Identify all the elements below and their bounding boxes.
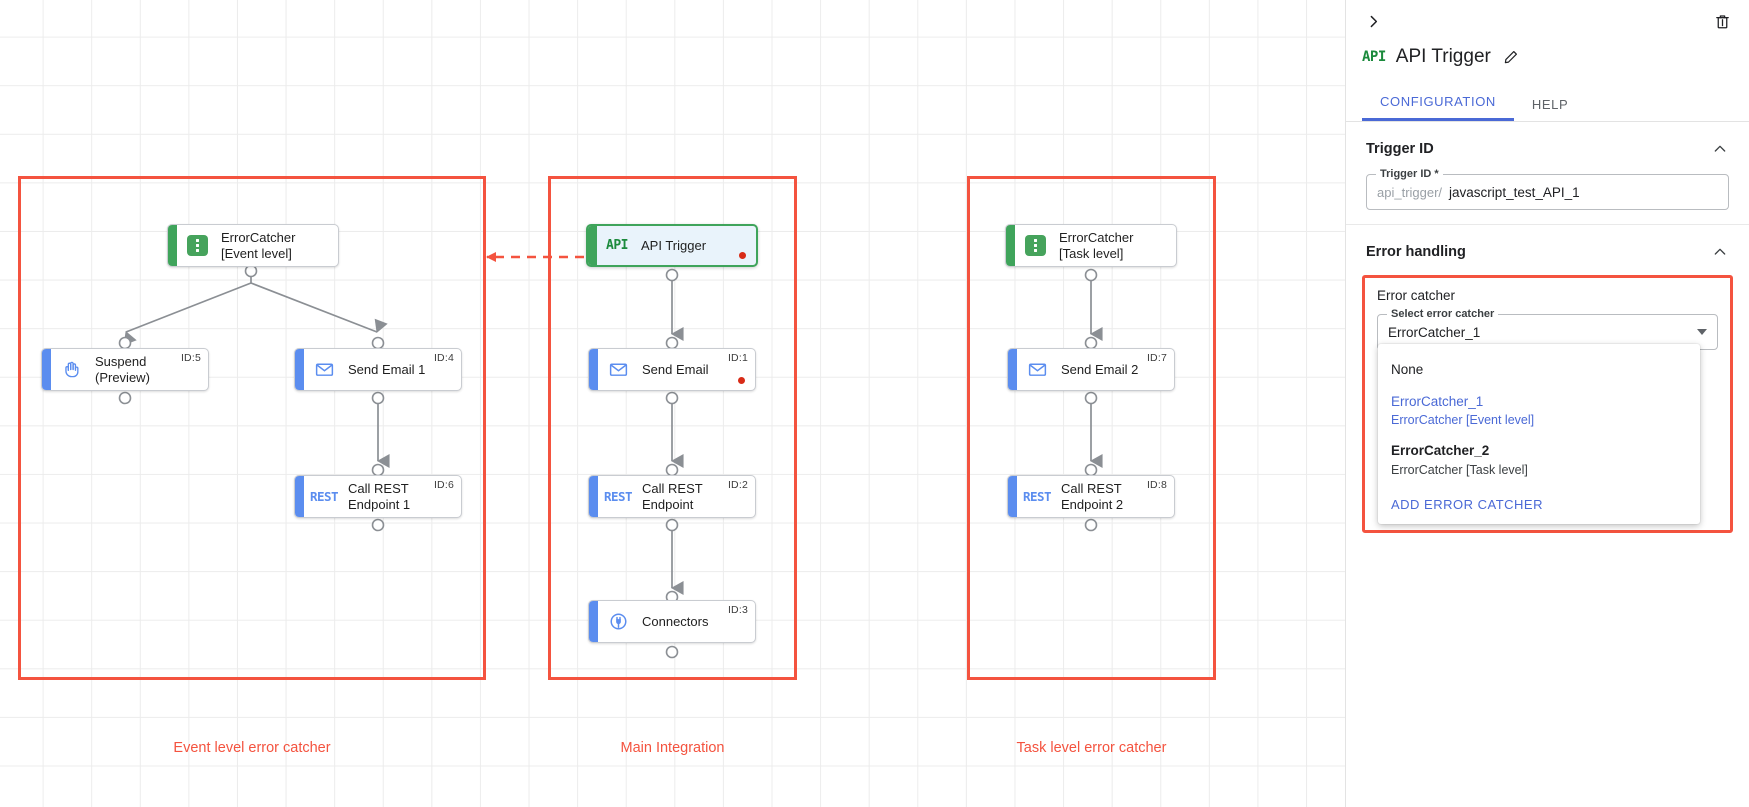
error-catcher-select-label: Select error catcher <box>1387 308 1499 320</box>
node-send-email-1[interactable]: Send Email 1 ID:4 <box>294 348 462 391</box>
section-title: Trigger ID <box>1366 141 1434 157</box>
node-id-tag: ID:3 <box>727 604 748 616</box>
node-error-catcher-task-level[interactable]: ErrorCatcher [Task level] <box>1005 224 1177 267</box>
node-id-tag: ID:2 <box>727 479 748 491</box>
chevron-down-icon[interactable] <box>1697 329 1707 335</box>
envelope-icon <box>1020 349 1054 390</box>
node-title: ErrorCatcher [Event level] <box>221 230 296 261</box>
group-label-event-level: Event level error catcher <box>173 740 331 756</box>
node-title: Send Email 2 <box>1061 361 1139 377</box>
envelope-icon <box>307 349 341 390</box>
option-name: ErrorCatcher_1 <box>1391 393 1484 409</box>
properties-panel: API API Trigger CONFIGURATION HELP Trigg… <box>1345 0 1749 807</box>
node-stripe <box>588 226 597 265</box>
tab-configuration[interactable]: CONFIGURATION <box>1362 94 1514 121</box>
node-title: API Trigger <box>641 237 707 253</box>
trigger-id-input[interactable]: Trigger ID * api_trigger/ javascript_tes… <box>1366 168 1729 210</box>
dropdown-option-errorcatcher-1[interactable]: ErrorCatcher_1 ErrorCatcher [Event level… <box>1378 386 1700 436</box>
trigger-id-field-label: Trigger ID * <box>1376 168 1443 180</box>
node-call-rest-endpoint-2[interactable]: REST Call REST Endpoint 2 ID:8 <box>1007 475 1175 518</box>
trigger-id-prefix: api_trigger/ <box>1377 184 1443 200</box>
section-divider <box>1346 224 1749 225</box>
error-catcher-label: Error catcher <box>1377 288 1456 303</box>
option-sub: ErrorCatcher [Task level] <box>1391 462 1528 477</box>
section-title: Error handling <box>1366 244 1466 260</box>
option-name: ErrorCatcher_2 <box>1391 443 1490 459</box>
section-header-trigger-id[interactable]: Trigger ID <box>1346 122 1749 168</box>
error-catcher-icon <box>1018 225 1052 266</box>
node-call-rest-endpoint[interactable]: REST Call REST Endpoint ID:2 <box>588 475 756 518</box>
error-catcher-dropdown[interactable]: None ErrorCatcher_1 ErrorCatcher [Event … <box>1378 344 1700 524</box>
node-stripe <box>295 476 304 517</box>
node-send-email-2[interactable]: Send Email 2 ID:7 <box>1007 348 1175 391</box>
error-catcher-selected-value: ErrorCatcher_1 <box>1388 324 1481 340</box>
rest-icon: REST <box>1022 489 1052 504</box>
node-title: Send Email 1 <box>348 361 426 377</box>
envelope-icon <box>601 349 635 390</box>
group-box-main-integration[interactable] <box>548 176 797 680</box>
chevron-up-icon[interactable] <box>1711 243 1729 261</box>
node-stripe <box>42 349 51 390</box>
node-id-tag: ID:6 <box>433 479 454 491</box>
add-error-catcher-button[interactable]: ADD ERROR CATCHER <box>1391 496 1543 512</box>
panel-title-row: API API Trigger <box>1346 40 1749 74</box>
workflow-canvas[interactable]: Event level error catcher Main Integrati… <box>0 0 1345 807</box>
pencil-icon[interactable] <box>1501 47 1521 67</box>
section-header-error-handling[interactable]: Error handling <box>1346 225 1749 271</box>
node-title: Send Email <box>642 361 709 377</box>
hand-icon <box>54 349 88 390</box>
node-call-rest-endpoint-1[interactable]: REST Call REST Endpoint 1 ID:6 <box>294 475 462 518</box>
node-id-tag: ID:4 <box>433 352 454 364</box>
node-error-indicator <box>739 252 746 259</box>
node-suspend-preview[interactable]: Suspend (Preview) ID:5 <box>41 348 209 391</box>
chevron-up-icon[interactable] <box>1711 140 1729 158</box>
node-title: Call REST Endpoint 2 <box>1061 481 1124 512</box>
node-stripe <box>295 349 304 390</box>
trash-icon[interactable] <box>1709 8 1735 34</box>
page-title: API Trigger <box>1395 46 1491 67</box>
rest-icon: REST <box>603 489 633 504</box>
node-connectors[interactable]: Connectors ID:3 <box>588 600 756 643</box>
node-stripe <box>589 601 598 642</box>
error-catcher-icon <box>180 225 214 266</box>
group-label-main-integration: Main Integration <box>620 740 725 756</box>
panel-tabs[interactable]: CONFIGURATION HELP <box>1346 88 1749 122</box>
panel-toolbar <box>1346 0 1749 40</box>
connectors-icon <box>601 601 635 642</box>
group-box-event-level[interactable] <box>18 176 486 680</box>
node-title: Call REST Endpoint 1 <box>348 481 411 512</box>
group-label-task-level: Task level error catcher <box>1016 740 1167 756</box>
node-title: Suspend (Preview) <box>95 354 150 385</box>
node-title: Call REST Endpoint <box>642 481 703 512</box>
option-name: None <box>1391 362 1424 377</box>
trigger-id-field-wrap: Trigger ID * api_trigger/ javascript_tes… <box>1346 168 1749 224</box>
node-error-indicator <box>738 377 745 384</box>
dropdown-option-none[interactable]: None <box>1378 354 1700 386</box>
node-id-tag: ID:1 <box>727 352 748 364</box>
node-api-trigger[interactable]: API API Trigger <box>586 224 758 267</box>
dropdown-option-errorcatcher-2[interactable]: ErrorCatcher_2 ErrorCatcher [Task level] <box>1378 435 1700 485</box>
node-error-catcher-event-level[interactable]: ErrorCatcher [Event level] <box>167 224 339 267</box>
node-id-tag: ID:7 <box>1146 352 1167 364</box>
group-box-task-level[interactable] <box>967 176 1216 680</box>
node-stripe <box>589 349 598 390</box>
node-stripe <box>589 476 598 517</box>
node-stripe <box>1006 225 1015 266</box>
tab-help[interactable]: HELP <box>1531 97 1569 112</box>
node-stripe <box>168 225 177 266</box>
node-stripe <box>1008 349 1017 390</box>
node-id-tag: ID:5 <box>180 352 201 364</box>
rest-icon: REST <box>309 489 339 504</box>
option-sub: ErrorCatcher [Event level] <box>1391 413 1535 428</box>
node-send-email[interactable]: Send Email ID:1 <box>588 348 756 391</box>
chevron-right-icon[interactable] <box>1360 8 1386 34</box>
node-title: ErrorCatcher [Task level] <box>1059 230 1134 261</box>
node-stripe <box>1008 476 1017 517</box>
api-icon: API <box>606 238 628 253</box>
trigger-id-value[interactable]: javascript_test_API_1 <box>1449 184 1580 200</box>
node-title: Connectors <box>642 613 709 629</box>
error-catcher-highlight-box: Error catcher Select error catcher Error… <box>1362 275 1733 533</box>
node-id-tag: ID:8 <box>1146 479 1167 491</box>
api-icon: API <box>1362 49 1386 65</box>
